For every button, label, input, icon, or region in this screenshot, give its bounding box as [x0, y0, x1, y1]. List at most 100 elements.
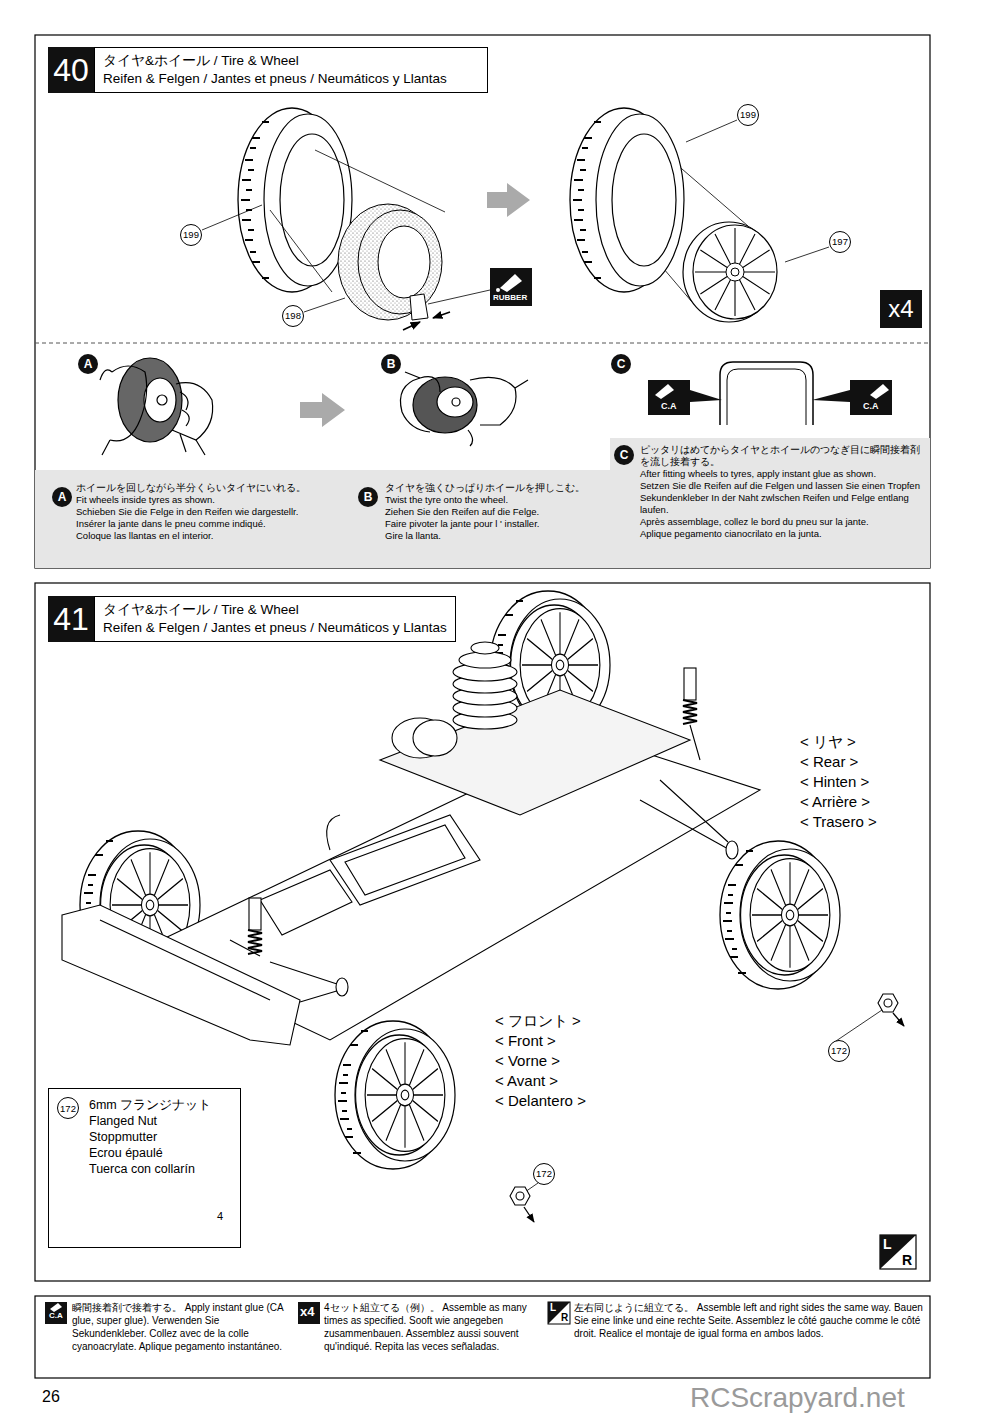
car-illustration: [640, 725, 730, 850]
leader-lines: [785, 247, 829, 262]
footer-icons: [298, 1302, 320, 1324]
glue-icon: [490, 268, 532, 306]
car-illustration: [413, 720, 457, 756]
page-frames: [35, 35, 930, 568]
part-name: Tuerca con collarín: [89, 1161, 234, 1177]
step-letter: C: [611, 354, 631, 374]
icon-letter: L: [550, 1302, 556, 1314]
instruction-panel: ピッタリはめてからタイヤとホイールのつなぎ目に瞬間接着剤を流し接着する。Afte…: [610, 438, 930, 568]
step-letter: B: [358, 487, 378, 507]
direction-label: < Arrière >: [800, 793, 870, 810]
instruction-text: ピッタリはめてからタイヤとホイールのつなぎ目に瞬間接着剤を流し接着する。: [640, 444, 924, 468]
dimension: 4: [217, 1210, 223, 1223]
glue-joint-diagram: [648, 380, 690, 415]
glue-icon-label: C.A: [863, 401, 879, 411]
callout-number: 172: [533, 1163, 555, 1185]
hands-sketch: [100, 358, 213, 455]
leader-lines: [202, 120, 882, 1192]
callout-number: 198: [282, 305, 304, 327]
left-right-icon: [880, 1235, 916, 1269]
callout-number: 172: [828, 1040, 850, 1062]
callout-number: 199: [180, 224, 202, 246]
car-illustration: [516, 1192, 524, 1200]
step-number: 41: [48, 596, 94, 642]
car-illustration: [392, 642, 517, 758]
tire-drawing: [238, 108, 352, 292]
instruction-text: Après assemblage, collez le bord du pneu…: [640, 516, 924, 528]
icon-letter: L: [883, 1236, 892, 1252]
guide-lines: [315, 150, 445, 212]
direction-label: < Avant >: [495, 1072, 558, 1089]
direction-label: < Hinten >: [800, 773, 869, 790]
direction-label: < フロント >: [495, 1012, 581, 1029]
step-title: Reifen & Felgen / Jantes et pneus / Neum…: [103, 70, 479, 88]
leader-lines: [686, 120, 737, 142]
x4-icon: [880, 290, 922, 328]
footer-icons: [548, 1302, 570, 1324]
part-name: Flanged Nut: [89, 1113, 234, 1129]
glue-joint-diagram: [690, 390, 722, 402]
direction-label: < Rear >: [800, 753, 858, 770]
step-letter: A: [78, 354, 98, 374]
hands-sketch: [144, 378, 176, 422]
hands-sketch: [157, 395, 167, 405]
hands-sketch: [400, 372, 528, 446]
nut-arrows: [524, 1013, 904, 1222]
hands-sketch: [470, 377, 516, 425]
car-illustration: [884, 999, 892, 1007]
page-frames: [35, 1296, 930, 1378]
step-number: 40: [48, 47, 94, 93]
leader-lines: [202, 205, 262, 230]
glue-joint-diagram: [812, 390, 850, 402]
glue-joint-diagram: [727, 369, 806, 425]
glue-joint-diagram: [850, 380, 892, 415]
instruction-text: Coloque las llantas en el interior.: [76, 530, 347, 542]
insert-arrows: [403, 322, 420, 330]
hands-sketch: [468, 380, 528, 446]
wheel-drawing: [683, 222, 777, 322]
step-title: タイヤ&ホイール / Tire & Wheel: [103, 601, 447, 619]
glue-icon-label: C.A: [661, 401, 677, 411]
step-arrow: [300, 393, 345, 427]
leader-lines: [304, 298, 345, 312]
page-number: 26: [42, 1388, 60, 1406]
page-frames: [35, 583, 930, 1281]
glue-icon: [496, 288, 500, 292]
foam-insert: [378, 226, 430, 298]
part-name: 6mm フランジナット: [89, 1097, 234, 1113]
instruction-text: Ziehen Sie den Reifen auf die Felge.: [385, 506, 604, 518]
car-illustration: [100, 920, 270, 1000]
glue-icon: [490, 268, 532, 306]
icon-letter: x4: [300, 1305, 314, 1320]
hands-sketch: [180, 392, 189, 426]
car-illustration: [336, 978, 348, 996]
car-illustration: [249, 898, 261, 930]
hands-sketch: [110, 366, 147, 441]
title-frame: タイヤ&ホイール / Tire & WheelReifen & Felgen /…: [94, 596, 456, 642]
hands-sketch: [118, 358, 182, 442]
instruction-text: Twist the tyre onto the wheel.: [385, 494, 604, 506]
instruction-text: Gire la llanta.: [385, 530, 604, 542]
icon-letter: R: [902, 1252, 912, 1268]
wheel-drawing: [683, 222, 777, 322]
legend-text: 左右同じように組立てる。 Assemble left and right sid…: [574, 1301, 924, 1340]
nut-arrows: [893, 1013, 904, 1026]
instruction-text: タイヤを強くひっぱりホイールを押しこむ。: [385, 482, 604, 494]
direction-label: < Delantero >: [495, 1092, 586, 1109]
hands-sketch: [413, 377, 477, 433]
glue-icon-label: RUBBER: [493, 293, 527, 302]
glue-joint-diagram: [870, 384, 889, 399]
direction-label: < Vorne >: [495, 1052, 560, 1069]
step-letter: B: [381, 354, 401, 374]
car-illustration: [726, 841, 738, 859]
instruction-text: ホイールを回しながら半分くらいタイヤにいれる。: [76, 482, 347, 494]
hands-sketch: [102, 434, 205, 455]
tire-drawing: [570, 108, 684, 292]
hands-sketch: [452, 398, 460, 406]
instruction-text: Faire pivoter la jante pour l ' installe…: [385, 518, 604, 530]
instruction-panel: タイヤを強くひっぱりホイールを押しこむ。Twist the tyre onto …: [353, 470, 610, 568]
car-illustration: [720, 841, 840, 989]
callout-number: 199: [737, 104, 759, 126]
step-arrow: [487, 183, 530, 217]
glue-joint-diagram: [720, 362, 813, 425]
